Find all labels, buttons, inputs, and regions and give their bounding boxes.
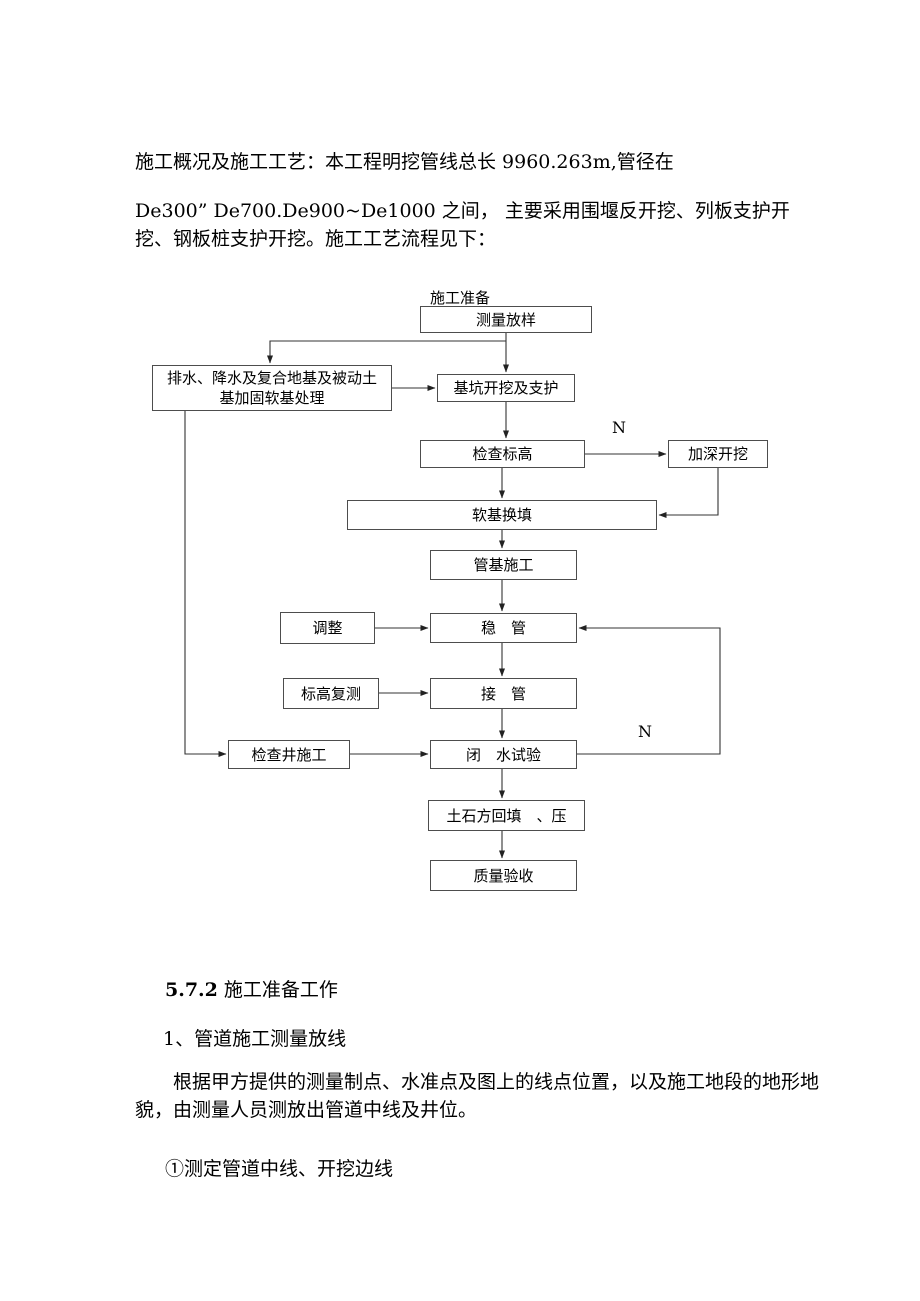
flow-node-water-tightness-test: 闭 水试验 [430, 740, 577, 769]
list-item-2: ①测定管道中线、开挖边线 [165, 1158, 394, 1180]
intro-paragraph-2: De300” De700.De900~De1000 之间， 主要采用围堰反开挖、… [135, 200, 790, 250]
flow-label-n-deepen: N [612, 418, 626, 437]
section-heading-572: 5.7.2 施工准备工作 [165, 975, 338, 1002]
flow-node-check-elevation: 检查标高 [420, 440, 585, 468]
flow-node-elevation-recheck: 标高复测 [283, 678, 379, 709]
intro-paragraph-1: 施工概况及施工工艺：本工程明挖管线总长 9960.263m,管径在 [135, 151, 674, 173]
flow-node-pipe-base-construction: 管基施工 [430, 550, 577, 580]
flow-node-soft-base-replacement: 软基换填 [347, 500, 657, 530]
flow-node-joint-pipe: 接 管 [430, 678, 577, 709]
flow-label-preparation: 施工准备 [430, 289, 491, 307]
flow-node-quality-acceptance: 质量验收 [430, 860, 577, 891]
flow-node-survey-layout: 测量放样 [420, 306, 592, 333]
section-number: 5.7.2 [165, 979, 218, 1001]
flow-node-inspection-well: 检查井施工 [228, 740, 350, 769]
section-title: 施工准备工作 [217, 979, 338, 1001]
body-paragraph-survey: 根据甲方提供的测量制点、水准点及图上的线点位置，以及施工地段的地形地貌，由测量人… [135, 1071, 820, 1121]
flow-node-drainage-soft-base: 排水、降水及复合地基及被动土基加固软基处理 [152, 365, 392, 411]
flow-node-adjust: 调整 [280, 612, 375, 644]
flow-node-stabilize-pipe: 稳 管 [430, 613, 577, 643]
flow-node-backfill-compaction: 土石方回填 、压 [428, 800, 585, 831]
flow-label-n-retest: N [638, 722, 652, 741]
list-item-1: 1、管道施工测量放线 [163, 1028, 347, 1050]
flow-node-deepen-excavation: 加深开挖 [668, 440, 768, 468]
flow-node-pit-excavation-support: 基坑开挖及支护 [437, 374, 575, 402]
